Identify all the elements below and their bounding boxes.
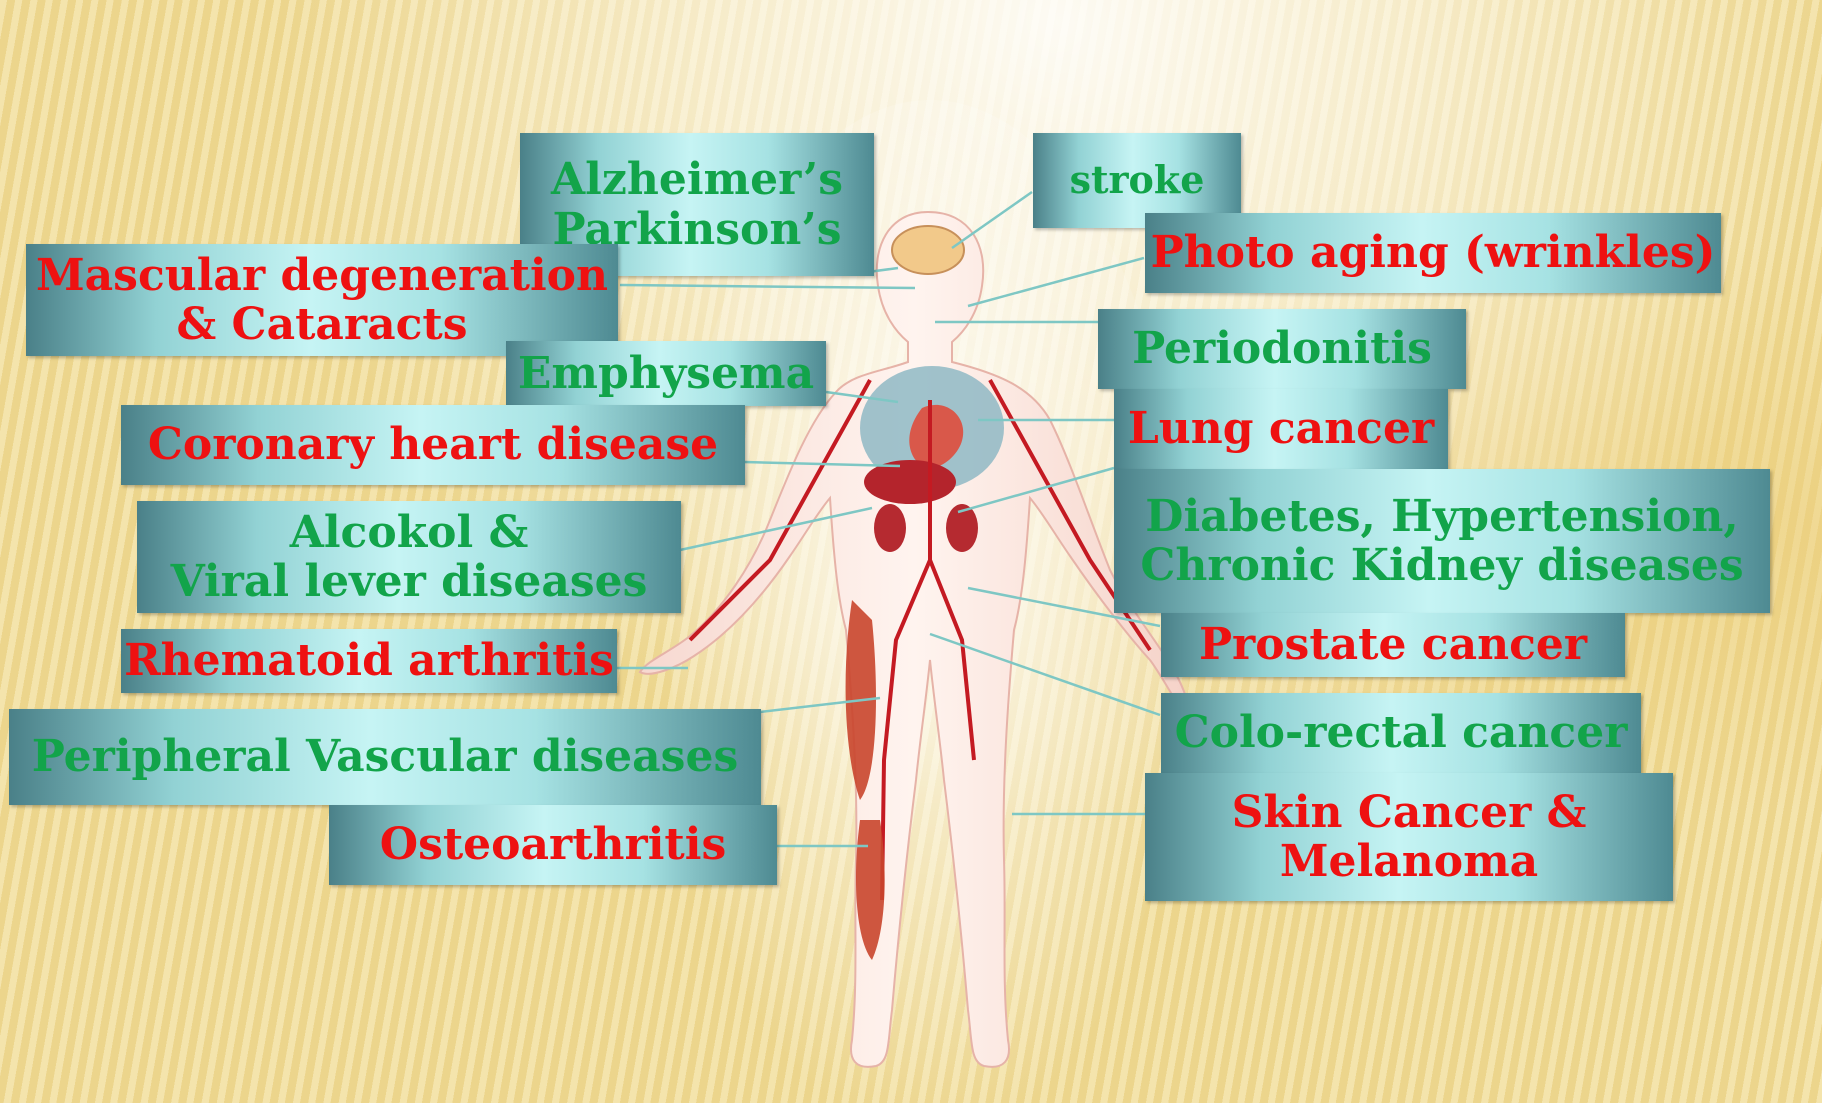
label-lung-cancer: Lung cancer — [1114, 389, 1448, 469]
label-peripheral-vascular-diseases: Peripheral Vascular diseases — [9, 709, 761, 805]
label-stroke-text: stroke — [1070, 159, 1205, 202]
label-osteoarthritis: Osteoarthritis — [329, 805, 777, 885]
label-macular-line2: & Cataracts — [177, 300, 468, 349]
label-skin-cancer-line1: Skin Cancer & — [1232, 788, 1587, 837]
label-photo-aging-text: Photo aging (wrinkles) — [1151, 228, 1716, 277]
label-colo-rectal-cancer: Colo-rectal cancer — [1161, 693, 1641, 773]
label-macular-line1: Mascular degeneration — [36, 251, 608, 300]
label-prostate-text: Prostate cancer — [1199, 620, 1587, 669]
label-lung-cancer-text: Lung cancer — [1128, 404, 1434, 453]
label-alcohol-line2: Viral lever diseases — [171, 557, 648, 606]
label-alcohol-line1: Alcokol & — [290, 508, 529, 557]
label-photo-aging: Photo aging (wrinkles) — [1145, 213, 1721, 293]
label-periodonitis-text: Periodonitis — [1132, 324, 1432, 373]
label-skin-cancer-melanoma: Skin Cancer & Melanoma — [1145, 773, 1673, 901]
kidney-left — [874, 504, 906, 552]
label-coronary-heart-disease: Coronary heart disease — [121, 405, 745, 485]
label-prostate-cancer: Prostate cancer — [1161, 613, 1625, 677]
label-diabetes-hypertension-ckd: Diabetes, Hypertension, Chronic Kidney d… — [1114, 469, 1770, 613]
label-emphysema-text: Emphysema — [518, 349, 814, 398]
label-coronary-text: Coronary heart disease — [148, 420, 718, 469]
label-diabetes-line1: Diabetes, Hypertension, — [1145, 492, 1738, 541]
label-peripheral-text: Peripheral Vascular diseases — [32, 732, 738, 781]
brain — [892, 226, 964, 274]
label-alcohol-viral-liver: Alcokol & Viral lever diseases — [137, 501, 681, 613]
label-diabetes-line2: Chronic Kidney diseases — [1140, 541, 1743, 590]
label-osteoarthritis-text: Osteoarthritis — [380, 820, 726, 869]
label-colorectal-text: Colo-rectal cancer — [1175, 708, 1628, 757]
label-periodonitis: Periodonitis — [1098, 309, 1466, 389]
label-macular-degeneration: Mascular degeneration & Cataracts — [26, 244, 618, 356]
label-rheumatoid-text: Rhematoid arthritis — [124, 636, 614, 685]
label-alzheimers-line1: Alzheimer’s — [551, 155, 843, 204]
label-rheumatoid-arthritis: Rhematoid arthritis — [121, 629, 617, 693]
label-skin-cancer-line2: Melanoma — [1280, 837, 1538, 886]
label-emphysema: Emphysema — [506, 341, 826, 406]
